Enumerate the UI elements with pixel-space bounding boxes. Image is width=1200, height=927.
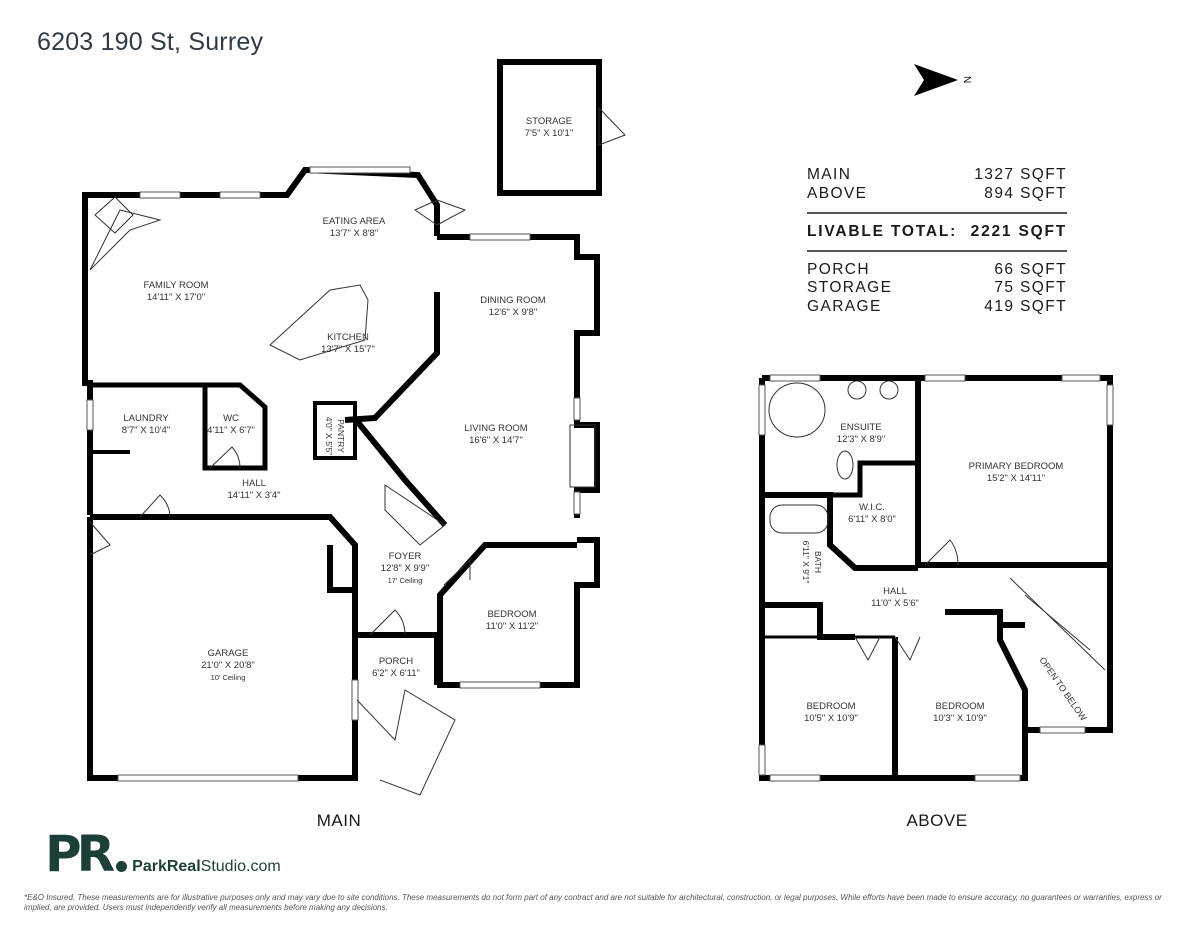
- door-swings: [89, 106, 626, 796]
- fireplace-icon: [569, 424, 596, 488]
- summary-value: 66 SQFT: [994, 260, 1067, 278]
- summary-value: 419 SQFT: [984, 297, 1067, 315]
- sink-icon: [847, 380, 867, 400]
- summary-total-value: 2221 SQFT: [970, 222, 1067, 240]
- summary-value: 1327 SQFT: [974, 166, 1067, 183]
- summary-label: ABOVE: [807, 184, 868, 202]
- above-windows: [758, 374, 1114, 782]
- bathtub-icon: [769, 504, 829, 534]
- logo-mark: PR: [45, 825, 115, 883]
- fireplace-icon: [89, 209, 162, 271]
- floor-label-above: ABOVE: [906, 811, 968, 830]
- brand-website: ParkRealStudio.com: [132, 858, 281, 875]
- room-label-wic: W.I.C.6'11" X 8'0": [848, 502, 896, 525]
- above-floor-walls: [759, 375, 1113, 781]
- divider: [807, 250, 1067, 252]
- summary-row-main: MAIN 1327 SQFT: [807, 166, 1067, 185]
- sink-icon: [879, 380, 899, 400]
- kitchen-island: [269, 284, 369, 361]
- summary-label: GARAGE: [807, 297, 882, 315]
- disclaimer-text: *E&O Insured. These measurements are for…: [24, 893, 1162, 912]
- north-arrow-icon: N: [912, 62, 982, 102]
- summary-value: 75 SQFT: [994, 279, 1067, 296]
- logo-dot: [116, 861, 128, 872]
- summary-label: MAIN: [807, 166, 852, 183]
- divider: [807, 212, 1067, 214]
- stairs-icon: [1009, 577, 1106, 671]
- brand-logo: PR ParkRealStudio.com: [45, 825, 281, 883]
- summary-row-porch: PORCH 66 SQFT: [807, 261, 1067, 280]
- windows: [86, 166, 581, 782]
- summary-value: 894 SQFT: [984, 184, 1067, 202]
- area-summary: MAIN 1327 SQFT ABOVE 894 SQFT LIVABLE TO…: [807, 166, 1067, 316]
- stairs-icon: [384, 484, 446, 546]
- fireplace-icon: [94, 196, 134, 234]
- summary-total-label: LIVABLE TOTAL:: [807, 222, 958, 240]
- floor-label-main: MAIN: [316, 811, 362, 830]
- toilet-icon: [836, 450, 854, 480]
- summary-row-total: LIVABLE TOTAL: 2221 SQFT: [807, 223, 1067, 242]
- summary-row-storage: STORAGE 75 SQFT: [807, 279, 1067, 298]
- bathtub-icon: [768, 382, 826, 438]
- summary-label: PORCH: [807, 260, 870, 278]
- summary-row-above: ABOVE 894 SQFT: [807, 185, 1067, 204]
- summary-row-garage: GARAGE 419 SQFT: [807, 298, 1067, 317]
- summary-label: STORAGE: [807, 279, 893, 296]
- property-address: 6203 190 St, Surrey: [37, 28, 264, 56]
- above-fixtures: [768, 380, 1106, 671]
- compass-label: N: [961, 76, 972, 83]
